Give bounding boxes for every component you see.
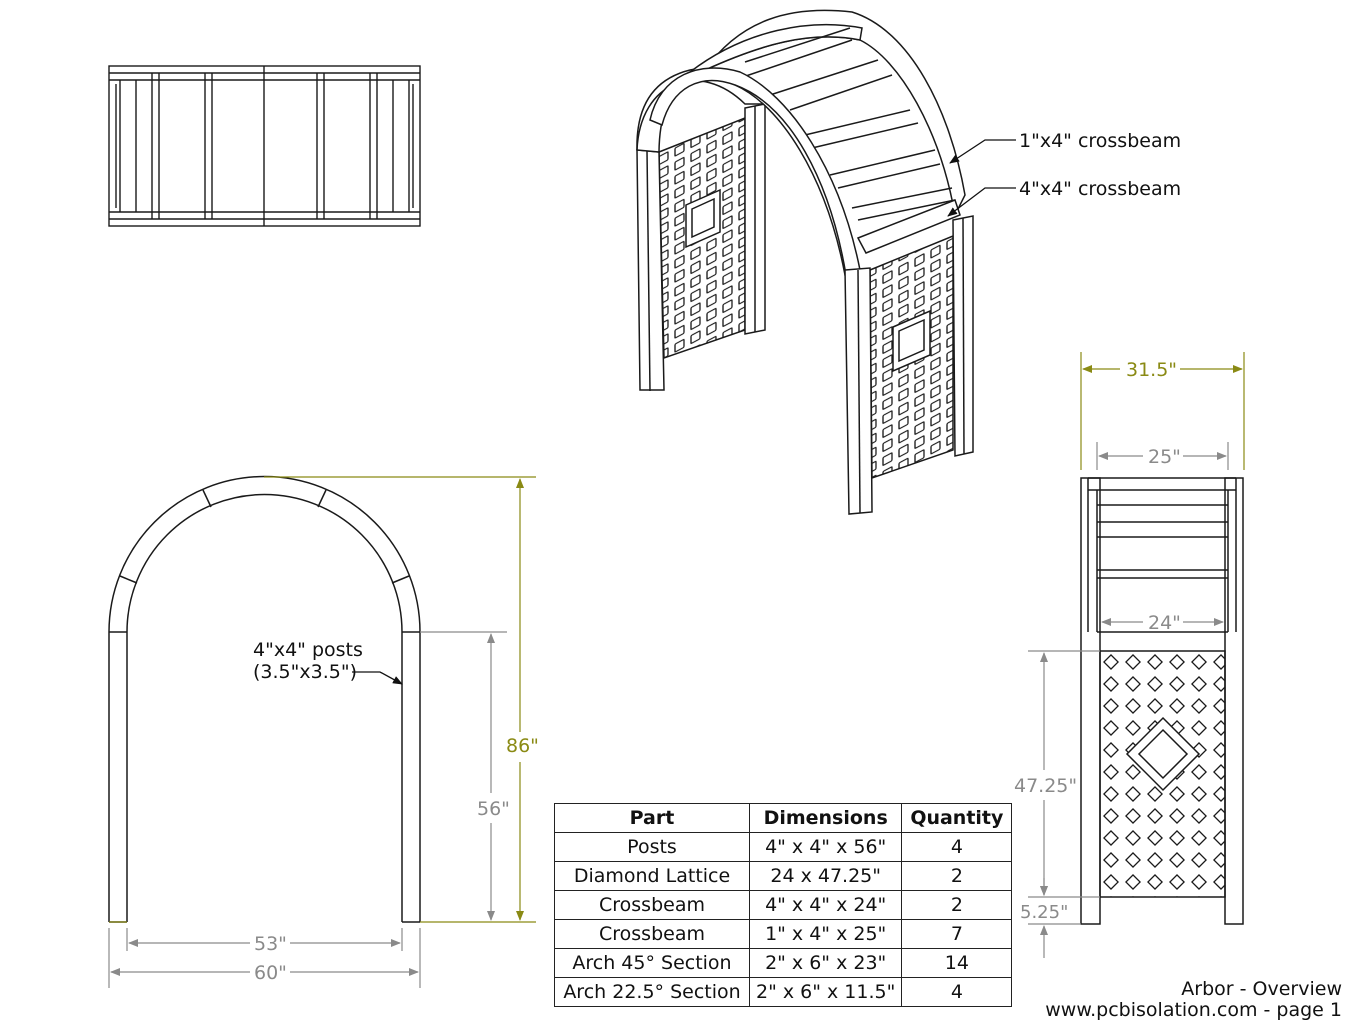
table-row: Arch 22.5° Section 2" x 6" x 11.5" 4	[554, 977, 1013, 1007]
cell-dimensions: 4" x 4" x 24"	[748, 890, 903, 920]
table-row: Posts 4" x 4" x 56" 4	[554, 832, 1013, 862]
cell-quantity: 4	[901, 977, 1013, 1007]
dim-lattice-width: 24"	[1148, 612, 1181, 634]
posts-leader	[352, 671, 403, 685]
label-1x4-crossbeam: 1"x4" crossbeam	[1019, 130, 1181, 152]
dim-side-outer-depth: 31.5"	[1126, 359, 1177, 381]
dim-lattice-height: 47.25"	[1014, 775, 1077, 797]
cell-quantity: 2	[901, 861, 1013, 891]
cell-quantity: 4	[901, 832, 1013, 862]
side-view	[1080, 477, 1244, 925]
cell-part: Posts	[554, 832, 750, 862]
cell-part: Crossbeam	[554, 919, 750, 949]
table-row: Crossbeam 4" x 4" x 24" 2	[554, 890, 1013, 920]
cell-part: Crossbeam	[554, 890, 750, 920]
front-dimension-lines	[108, 476, 536, 988]
label-posts-size: (3.5"x3.5")	[253, 661, 357, 683]
dim-inner-width: 53"	[254, 933, 287, 955]
iso-callout-leaders	[947, 139, 1016, 217]
table-row: Arch 45° Section 2" x 6" x 23" 14	[554, 948, 1013, 978]
top-view	[108, 65, 421, 227]
cell-quantity: 2	[901, 890, 1013, 920]
dim-outer-width: 60"	[254, 962, 287, 984]
cell-part: Diamond Lattice	[554, 861, 750, 891]
cell-part: Arch 45° Section	[554, 948, 750, 978]
isometric-view	[636, 9, 974, 515]
drawing-title: Arbor - Overview	[1181, 978, 1342, 1000]
label-posts: 4"x4" posts	[253, 639, 363, 661]
header-quantity: Quantity	[901, 803, 1013, 833]
front-view	[108, 475, 421, 923]
parts-table: Part Dimensions Quantity Posts 4" x 4" x…	[554, 803, 1013, 1007]
cell-dimensions: 2" x 6" x 23"	[748, 948, 903, 978]
site-page-label: www.pcbisolation.com - page 1	[1045, 999, 1342, 1021]
side-dimension-lines	[1028, 352, 1245, 958]
dim-lattice-bottom-gap: 5.25"	[1020, 902, 1068, 923]
cell-part: Arch 22.5° Section	[554, 977, 750, 1007]
cell-quantity: 7	[901, 919, 1013, 949]
table-row: Crossbeam 1" x 4" x 25" 7	[554, 919, 1013, 949]
cell-quantity: 14	[901, 948, 1013, 978]
header-dimensions: Dimensions	[748, 803, 903, 833]
dim-overall-height: 86"	[506, 735, 539, 757]
table-header-row: Part Dimensions Quantity	[554, 803, 1013, 833]
dim-post-height: 56"	[477, 798, 510, 820]
table-row: Diamond Lattice 24 x 47.25" 2	[554, 861, 1013, 891]
dim-side-inner-depth: 25"	[1148, 446, 1181, 468]
label-4x4-crossbeam: 4"x4" crossbeam	[1019, 178, 1181, 200]
title-block: Arbor - Overview www.pcbisolation.com - …	[1045, 979, 1342, 1021]
header-part: Part	[554, 803, 750, 833]
cell-dimensions: 24 x 47.25"	[748, 861, 903, 891]
cell-dimensions: 2" x 6" x 11.5"	[748, 977, 903, 1007]
cell-dimensions: 1" x 4" x 25"	[748, 919, 903, 949]
cell-dimensions: 4" x 4" x 56"	[748, 832, 903, 862]
